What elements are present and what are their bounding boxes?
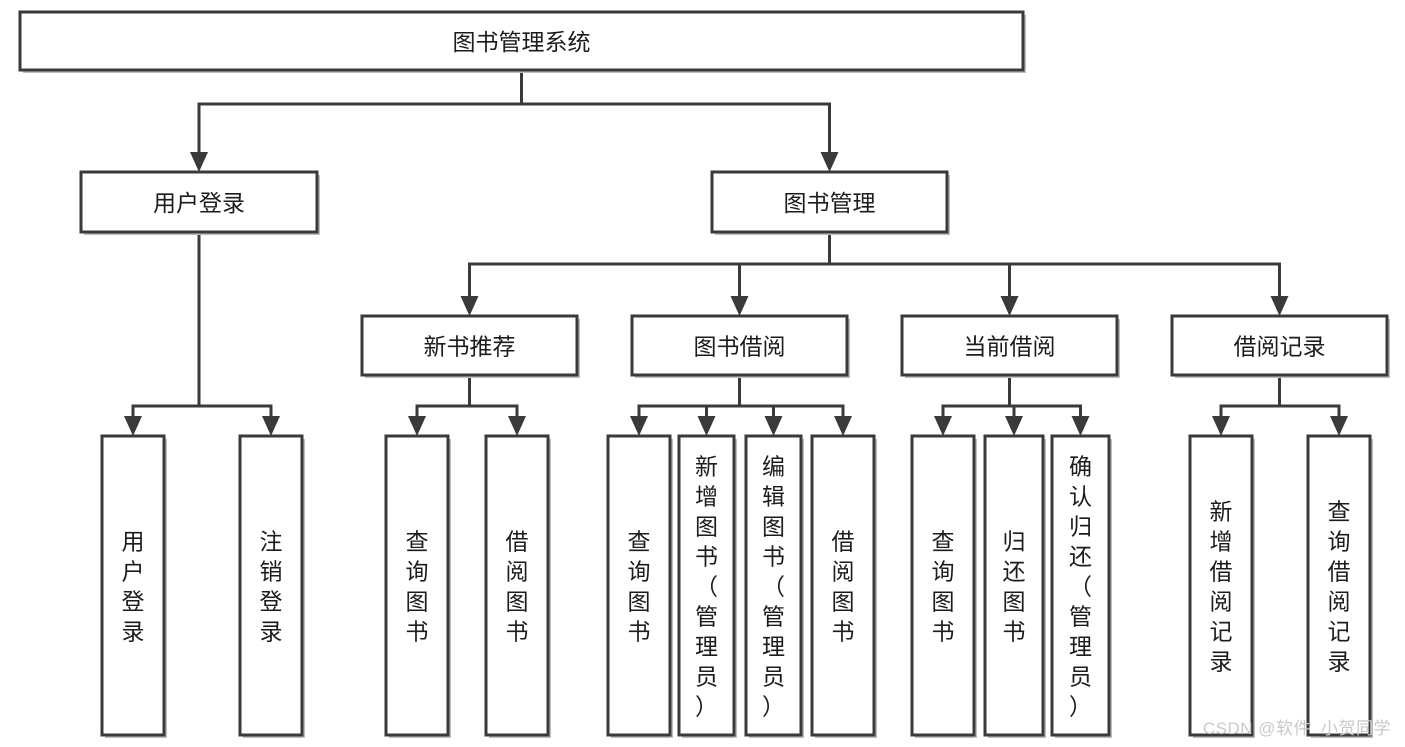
node-label: 用户登录: [122, 529, 145, 645]
node-label: 查询图书: [406, 529, 429, 645]
connector-lines: [124, 68, 1348, 436]
node-rect[interactable]: [810, 434, 876, 737]
node-rect[interactable]: [630, 314, 849, 377]
node-borrow-record[interactable]: 借阅记录: [1170, 314, 1390, 378]
node-label: 注销登录: [260, 529, 283, 645]
arrow-head-icon: [1270, 296, 1289, 316]
arrow-head-icon: [508, 416, 526, 436]
arrow-head-icon: [697, 416, 716, 436]
arrow-head-icon: [1071, 416, 1090, 436]
arrow-head-icon: [764, 416, 783, 436]
node-label: 图书借阅: [694, 334, 786, 360]
node-rect[interactable]: [983, 434, 1045, 737]
node-label: 图书管理系统: [453, 29, 591, 55]
node-leaf-edit-book[interactable]: 编辑图书（管理员）: [744, 434, 804, 738]
node-leaf-return-book[interactable]: 归还图书: [983, 434, 1046, 738]
node-book-manage[interactable]: 图书管理: [710, 170, 950, 235]
node-boxes: 图书管理系统用户登录图书管理新书推荐图书借阅当前借阅借阅记录用户登录注销登录查询…: [18, 10, 1390, 738]
node-leaf-user-login[interactable]: 用户登录: [100, 434, 167, 738]
node-rect[interactable]: [484, 434, 550, 737]
arrow-head-icon: [124, 416, 142, 436]
arrow-head-icon: [460, 296, 479, 316]
node-label: 图书管理: [784, 190, 876, 216]
node-rect[interactable]: [79, 170, 319, 234]
node-label: 编辑图书（管理员）: [762, 454, 785, 720]
node-leaf-query-book-3[interactable]: 查询图书: [910, 434, 977, 738]
arrow-head-icon: [190, 152, 208, 172]
node-rect[interactable]: [1050, 434, 1111, 737]
node-label: 查询借阅记录: [1328, 499, 1351, 675]
arrow-head-icon: [730, 296, 749, 316]
node-leaf-borrow-book-2[interactable]: 借阅图书: [810, 434, 877, 738]
arrow-head-icon: [408, 416, 426, 436]
node-leaf-confirm-return[interactable]: 确认归还（管理员）: [1050, 434, 1112, 738]
node-rect[interactable]: [1170, 314, 1389, 377]
arrow-head-icon: [630, 416, 648, 436]
node-rect[interactable]: [18, 10, 1025, 72]
node-label: 查询图书: [628, 529, 651, 645]
node-leaf-add-borrow-record[interactable]: 新增借阅记录: [1188, 434, 1255, 738]
node-label: 用户登录: [153, 190, 245, 216]
node-label: 归还图书: [1003, 529, 1026, 645]
node-rect[interactable]: [744, 434, 803, 737]
node-label: 查询图书: [932, 529, 955, 645]
node-rect[interactable]: [1188, 434, 1254, 737]
arrow-head-icon: [834, 416, 852, 436]
node-leaf-query-book-1[interactable]: 查询图书: [384, 434, 451, 738]
node-label: 借阅记录: [1234, 334, 1326, 360]
node-rect[interactable]: [710, 170, 949, 234]
arrow-head-icon: [1005, 416, 1023, 436]
node-label: 新增借阅记录: [1210, 499, 1233, 675]
node-leaf-borrow-book-1[interactable]: 借阅图书: [484, 434, 551, 738]
node-rect[interactable]: [1306, 434, 1372, 737]
arrow-head-icon: [262, 416, 280, 436]
node-root[interactable]: 图书管理系统: [18, 10, 1026, 73]
node-rect[interactable]: [900, 314, 1119, 377]
node-rect[interactable]: [360, 314, 579, 377]
node-rect[interactable]: [100, 434, 166, 737]
node-rect[interactable]: [384, 434, 450, 737]
node-user-login[interactable]: 用户登录: [79, 170, 320, 235]
arrow-head-icon: [1212, 416, 1230, 436]
node-label: 借阅图书: [506, 529, 529, 645]
node-label: 新增图书（管理员）: [695, 454, 718, 720]
arrow-head-icon: [820, 152, 839, 172]
node-rect[interactable]: [910, 434, 976, 737]
node-label: 当前借阅: [964, 334, 1056, 360]
node-leaf-add-book[interactable]: 新增图书（管理员）: [677, 434, 737, 738]
node-leaf-query-book-2[interactable]: 查询图书: [606, 434, 673, 738]
arrow-head-icon: [1330, 416, 1348, 436]
node-rect[interactable]: [238, 434, 304, 737]
node-leaf-query-borrow-record[interactable]: 查询借阅记录: [1306, 434, 1373, 738]
arrow-head-icon: [934, 416, 952, 436]
node-label: 借阅图书: [832, 529, 855, 645]
node-label: 确认归还（管理员）: [1069, 454, 1092, 720]
arrow-head-icon: [1000, 296, 1019, 316]
node-leaf-user-logout[interactable]: 注销登录: [238, 434, 305, 738]
node-rect[interactable]: [606, 434, 672, 737]
node-new-book-recommend[interactable]: 新书推荐: [360, 314, 580, 378]
node-book-borrow[interactable]: 图书借阅: [630, 314, 850, 378]
node-current-borrow[interactable]: 当前借阅: [900, 314, 1120, 378]
node-label: 新书推荐: [424, 334, 516, 360]
node-rect[interactable]: [677, 434, 736, 737]
